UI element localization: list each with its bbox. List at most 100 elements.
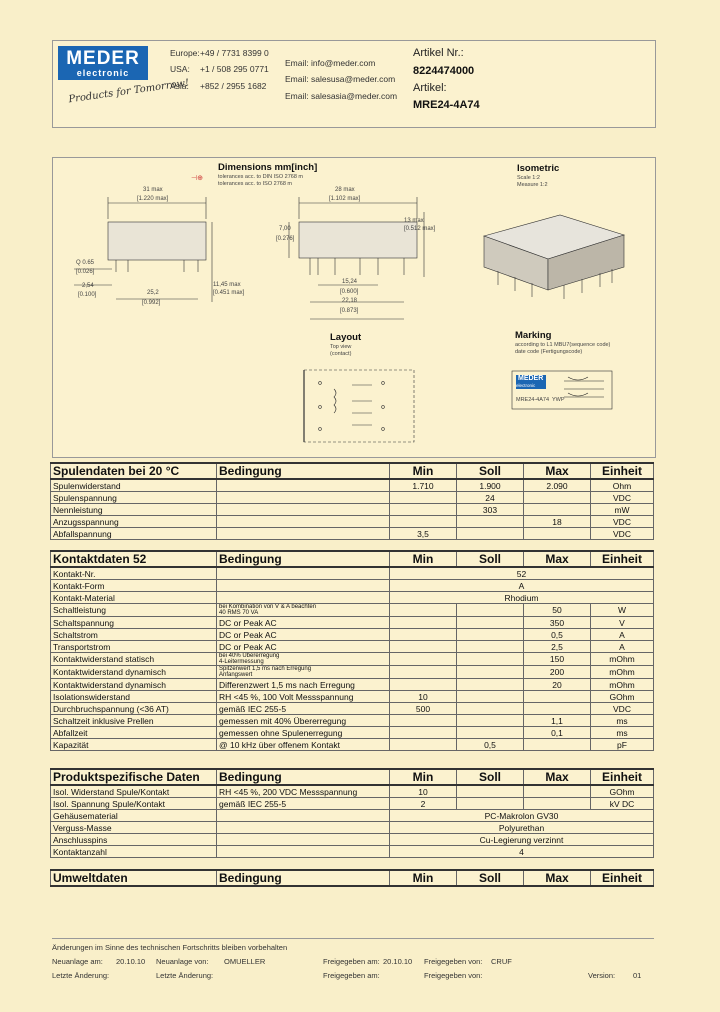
table-cell-value — [389, 628, 457, 641]
table-cell-value: 0,5 — [456, 738, 524, 751]
layout-sub-2: (contact) — [330, 351, 352, 357]
marking-title: Marking — [515, 330, 552, 341]
dim-height: 7,00 — [279, 226, 291, 232]
table-cell-value — [456, 690, 524, 703]
table-cell-merged: Cu-Legierung verzinnt — [389, 833, 654, 846]
marking-part: MRE24-4A74 — [516, 397, 550, 403]
dim-side-height: 11,45 max — [213, 282, 241, 288]
footer-note: Änderungen im Sinne des technischen Fort… — [52, 943, 288, 952]
table-header-cell: Soll — [456, 869, 524, 887]
table-cell-value — [389, 738, 457, 751]
table-cell-label: Schaltzeit inklusive Prellen — [50, 714, 217, 727]
header-box — [52, 40, 656, 128]
table-cell-merged: 52 — [389, 566, 654, 580]
dimensions-note-1: tolerances acc. to DIN ISO 2768 m — [218, 174, 303, 180]
table-cell-label: Nennleistung — [50, 503, 217, 516]
logo-text: MEDER — [66, 48, 140, 69]
dim-width-front-inch: [1.102 max] — [329, 196, 361, 202]
table-cell-value — [389, 714, 457, 727]
table-cell-value: 10 — [389, 690, 457, 703]
table-cell-value: 1.710 — [389, 478, 457, 492]
table-header-cell: Umweltdaten — [50, 869, 217, 887]
dim-pin-spacing-2-inch: [0.873] — [340, 308, 359, 314]
table-cell-value: GOhm — [590, 690, 654, 703]
table-cell-value — [523, 702, 591, 715]
logo-subtext: electronic — [76, 68, 130, 78]
table-cell-value — [523, 527, 591, 540]
table-row: Kontakt-Nr. 52 — [50, 566, 654, 580]
isometric-unit: Measure 1:2 — [517, 182, 548, 188]
table-cell-label: Kontaktwiderstand statisch — [50, 652, 217, 666]
table-header-cell: Bedingung — [216, 768, 390, 786]
contact-phone-europe: +49 / 7731 8399 0 — [200, 48, 269, 58]
table-cell-value: 2.090 — [523, 478, 591, 492]
layout-sub-1: Top view — [330, 344, 352, 350]
dim-pin-spacing-1-inch: [0.600] — [340, 289, 359, 295]
table-cell-value — [456, 714, 524, 727]
dim-width-side-inch: [1.220 max] — [137, 196, 169, 202]
table-cell-label: Isol. Widerstand Spule/Kontakt — [50, 784, 217, 798]
table-cell-value — [523, 738, 591, 751]
table-cell-value: 10 — [389, 784, 457, 798]
dim-side-height-inch: [0.451 max] — [213, 290, 245, 296]
table-cell-value — [389, 652, 457, 666]
contact-phone-usa: +1 / 508 295 0771 — [200, 64, 269, 74]
table-cell-value: mOhm — [590, 678, 654, 691]
table-cell-label: Kontakt-Form — [50, 579, 217, 592]
contact-region-europe: Europe: — [170, 48, 200, 58]
contact-email-usa: Email: salesusa@meder.com — [285, 74, 396, 84]
table-cell-value — [523, 784, 591, 798]
table-cell-value — [389, 503, 457, 516]
artikel-label: Artikel: — [413, 82, 447, 94]
dim-length: 25,2 — [147, 290, 159, 296]
approved-on-value: 20.10.10 — [383, 957, 413, 966]
table-cell-value: mOhm — [590, 665, 654, 679]
layout-title: Layout — [330, 332, 362, 343]
marking-logo-sub: electronic — [516, 383, 536, 388]
meder-logo: MEDER electronic — [58, 46, 148, 80]
projection-symbol-icon: ⊣⊕ — [191, 175, 203, 182]
table-cell-value: A — [590, 640, 654, 653]
table-cell-value — [523, 503, 591, 516]
table-cell-condition — [216, 579, 390, 592]
table-cell-value — [389, 515, 457, 528]
table-cell-label: Kontakt-Nr. — [50, 566, 217, 580]
table-cell-value — [456, 652, 524, 666]
table-cell-value: V — [590, 616, 654, 629]
table-cell-condition: RH <45 %, 200 VDC Messspannung — [216, 784, 390, 798]
table-cell-value — [456, 784, 524, 798]
table-cell-value — [456, 640, 524, 653]
table-cell-value — [456, 616, 524, 629]
technical-drawing — [74, 197, 626, 443]
dim-length-inch: [0.992] — [142, 300, 161, 306]
table-cell-condition: DC or Peak AC — [216, 628, 390, 641]
table-cell-value: GOhm — [590, 784, 654, 798]
table-cell-label: Anschlusspins — [50, 833, 217, 846]
table-cell-condition — [216, 821, 390, 834]
table-cell-condition: gemessen ohne Spulenerregung — [216, 726, 390, 739]
table-cell-label: Gehäusematerial — [50, 809, 217, 822]
table-cell-condition — [216, 503, 390, 516]
table-header-cell: Spulendaten bei 20 °C — [50, 462, 217, 480]
table-header-cell: Min — [389, 869, 457, 887]
table-cell-value — [456, 678, 524, 691]
contact-region-usa: USA: — [170, 64, 190, 74]
table-cell-label: Kontakt-Material — [50, 591, 217, 604]
table-cell-value: 0,1 — [523, 726, 591, 739]
contact-email-asia: Email: salesasia@meder.com — [285, 91, 398, 101]
dim-pin-pitch: 2,54 — [82, 283, 94, 289]
table-cell-value: 150 — [523, 652, 591, 666]
last-change-by-label: Letzte Änderung: — [156, 971, 214, 980]
marking-code: YWP — [552, 397, 565, 403]
